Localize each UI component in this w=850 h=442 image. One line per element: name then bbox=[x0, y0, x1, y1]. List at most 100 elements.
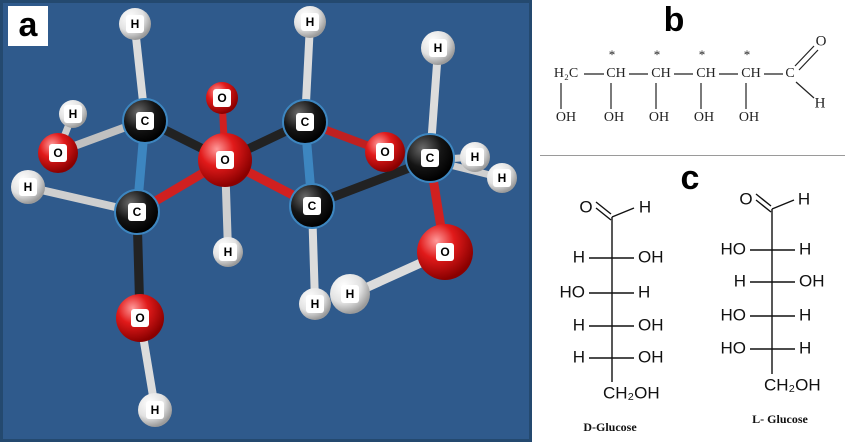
hydrogen-atoms: H H H H H H H H H H H bbox=[11, 6, 517, 427]
svg-text:H: H bbox=[306, 15, 315, 29]
svg-text:O: O bbox=[380, 145, 389, 159]
left-substituent: H bbox=[573, 347, 585, 366]
right-substituent: H bbox=[638, 282, 650, 301]
right-substituent: H bbox=[799, 305, 811, 324]
svg-text:C: C bbox=[133, 205, 142, 219]
chain-atom-2: CH bbox=[606, 66, 625, 81]
svg-text:O: O bbox=[135, 311, 144, 325]
chiral-star: * bbox=[744, 47, 751, 62]
carbon-atom: C bbox=[114, 189, 160, 235]
hydrogen-atom: H bbox=[299, 288, 331, 320]
right-substituent: OH bbox=[638, 315, 664, 334]
left-substituent: H bbox=[573, 247, 585, 266]
left-substituent: H bbox=[734, 271, 746, 290]
aldehyde-oxygen: O bbox=[579, 197, 592, 216]
chain-bonds bbox=[560, 45, 819, 109]
hydroxymethyl-group: CH₂OH bbox=[764, 375, 821, 394]
hydroxyl-label: OH bbox=[649, 110, 669, 125]
hydrogen-atom: H bbox=[138, 393, 172, 427]
oxygen-atom: O bbox=[417, 224, 473, 280]
carbon-atom: C bbox=[289, 183, 335, 229]
open-chain-formula-panel: b H₂C CH CH CH CH C * * * * OH OH OH OH … bbox=[554, 1, 827, 125]
chain-atom-4: CH bbox=[696, 66, 715, 81]
l-glucose-projection: O H HO H H OH HO H HO H CH₂OH L- Glucose bbox=[721, 189, 825, 425]
d-glucose-projection: O H H OH HO H H OH H OH CH₂OH D-Glucose bbox=[560, 197, 664, 433]
hydroxyl-label: OH bbox=[739, 110, 759, 125]
svg-text:H: H bbox=[24, 180, 33, 194]
svg-text:H: H bbox=[151, 403, 160, 417]
hydrogen-atom: H bbox=[11, 170, 45, 204]
svg-text:H: H bbox=[471, 150, 480, 164]
hydroxyl-label: OH bbox=[556, 110, 576, 125]
panel-letter-c: c bbox=[681, 159, 700, 197]
hydroxymethyl-group: CH₂OH bbox=[603, 383, 660, 402]
hydrogen-atom: H bbox=[294, 6, 326, 38]
hydroxyl-label: OH bbox=[604, 110, 624, 125]
svg-text:O: O bbox=[440, 245, 449, 259]
l-glucose-caption: L- Glucose bbox=[752, 412, 808, 426]
d-glucose-bonds bbox=[589, 201, 635, 382]
svg-text:H: H bbox=[346, 287, 355, 301]
hydroxyl-label: OH bbox=[694, 110, 714, 125]
oxygen-atom: O bbox=[198, 133, 252, 187]
oxygen-atom: O bbox=[38, 133, 78, 173]
svg-text:O: O bbox=[53, 146, 62, 160]
aldehyde-hydrogen: H bbox=[815, 95, 826, 111]
l-glucose-bonds bbox=[750, 193, 795, 374]
oxygen-atom: O bbox=[365, 132, 405, 172]
hydrogen-atom: H bbox=[460, 142, 490, 172]
d-glucose-caption: D-Glucose bbox=[583, 420, 637, 434]
ball-stick-model-panel: H H H H H H H H H H H O O O O O O C C C … bbox=[0, 0, 532, 442]
oxygen-atom: O bbox=[206, 82, 238, 114]
aldehyde-hydrogen: H bbox=[639, 197, 651, 216]
hydrogen-atom: H bbox=[330, 274, 370, 314]
panel-letter-a: a bbox=[19, 6, 39, 44]
right-substituent: OH bbox=[638, 247, 664, 266]
carbon-atom: C bbox=[122, 98, 168, 144]
oxygen-atom: O bbox=[116, 294, 164, 342]
chiral-star: * bbox=[609, 47, 616, 62]
chain-atom-5: CH bbox=[741, 66, 760, 81]
left-substituent: HO bbox=[721, 239, 747, 258]
carbon-atoms: C C C C C bbox=[114, 98, 455, 235]
hydrogen-atom: H bbox=[213, 237, 243, 267]
right-substituent: H bbox=[799, 338, 811, 357]
hydrogen-atom: H bbox=[487, 163, 517, 193]
svg-text:H: H bbox=[69, 107, 78, 121]
svg-text:H: H bbox=[311, 297, 320, 311]
model-background bbox=[0, 0, 532, 442]
chain-atom-3: CH bbox=[651, 66, 670, 81]
carbon-atom: C bbox=[282, 99, 328, 145]
hydrogen-atom: H bbox=[59, 100, 87, 128]
hydrogen-atom: H bbox=[421, 31, 455, 65]
carbon-atom: C bbox=[405, 133, 455, 183]
aldehyde-oxygen: O bbox=[816, 33, 827, 49]
left-substituent: HO bbox=[721, 338, 747, 357]
chiral-star: * bbox=[699, 47, 706, 62]
svg-text:H: H bbox=[498, 171, 507, 185]
left-substituent: H bbox=[573, 315, 585, 334]
fischer-projections-panel: c O H H OH HO H H OH H OH CH₂OH D-Glucos… bbox=[560, 159, 825, 434]
svg-text:O: O bbox=[217, 91, 226, 105]
svg-text:H: H bbox=[131, 17, 140, 31]
oxygen-atoms: O O O O O O bbox=[38, 82, 473, 342]
right-substituent: OH bbox=[799, 271, 825, 290]
svg-text:C: C bbox=[301, 115, 310, 129]
svg-text:C: C bbox=[308, 199, 317, 213]
chain-atom-6: C bbox=[785, 66, 794, 81]
right-substituent: H bbox=[799, 239, 811, 258]
svg-text:C: C bbox=[141, 114, 150, 128]
aldehyde-oxygen: O bbox=[739, 189, 752, 208]
svg-text:O: O bbox=[220, 153, 229, 167]
chain-atom-1: H₂C bbox=[554, 66, 578, 81]
left-substituent: HO bbox=[721, 305, 747, 324]
chiral-star: * bbox=[654, 47, 661, 62]
svg-text:H: H bbox=[434, 41, 443, 55]
svg-text:H: H bbox=[224, 245, 233, 259]
panel-divider bbox=[540, 155, 845, 156]
aldehyde-hydrogen: H bbox=[798, 189, 810, 208]
panel-letter-b: b bbox=[664, 1, 685, 39]
hydrogen-atom: H bbox=[119, 8, 151, 40]
svg-text:C: C bbox=[426, 151, 435, 165]
left-substituent: HO bbox=[560, 282, 586, 301]
